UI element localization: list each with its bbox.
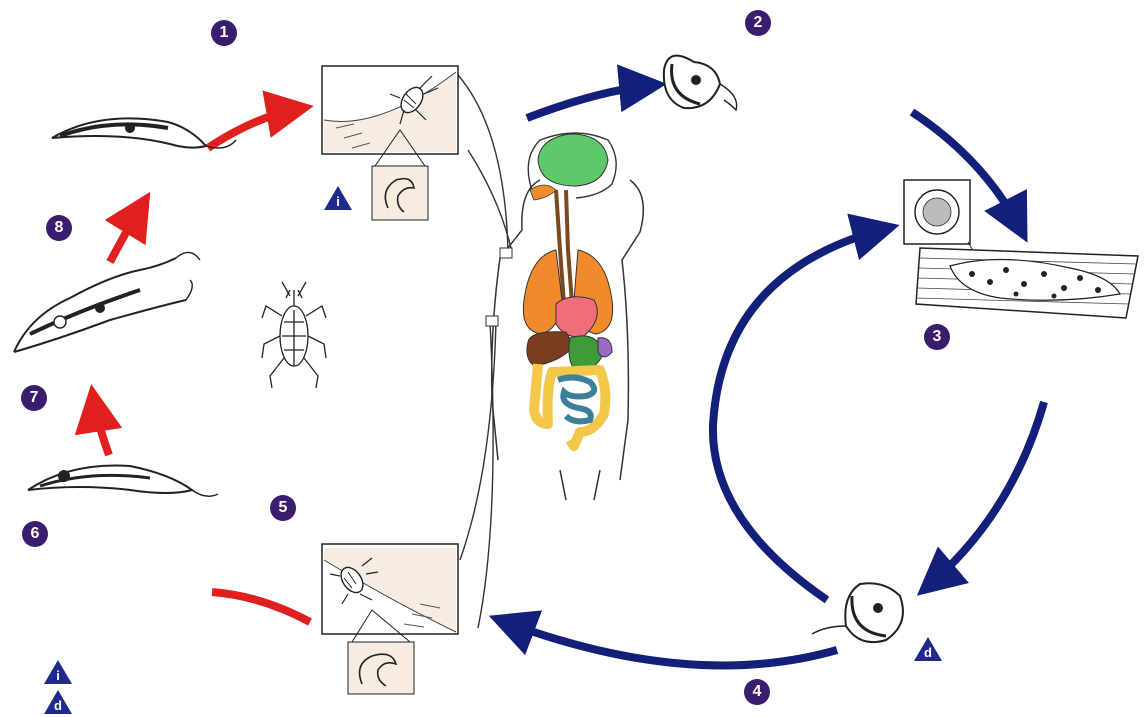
step-badge-4: 4	[744, 679, 770, 705]
liver	[527, 332, 574, 366]
step-badge-7: 7	[21, 385, 47, 411]
arrow-bloodstream-to-bite	[500, 620, 837, 665]
arrow-bite-to-epimastigote	[212, 592, 310, 622]
step-badge-5: 5	[270, 495, 296, 521]
arrow-multiply-to-metacyclic	[110, 202, 144, 262]
legend-diagnostic-marker: d	[43, 689, 73, 715]
dividing-epimastigotes	[14, 252, 200, 352]
arrow-metacyclic-to-bite	[208, 108, 302, 148]
step-badge-2: 2	[745, 10, 771, 36]
infected-cell-inset	[904, 180, 970, 244]
epimastigote-bottom-left	[28, 466, 218, 497]
body-marker-lower	[486, 316, 498, 326]
trypomastigote-bottom-right	[812, 583, 903, 642]
connector-lines	[458, 75, 512, 628]
step-badge-6: 6	[22, 521, 48, 547]
triatomine-bug-vector	[262, 282, 326, 388]
step-badge-1: 1	[211, 20, 237, 46]
diagnostic-stage-marker-right: d	[913, 636, 943, 662]
legend-infective-marker: i	[43, 659, 73, 685]
bite-panel-bottom	[322, 544, 458, 694]
arrow-bloodstream-to-tissue-loop	[713, 228, 888, 600]
small-intestine	[558, 377, 594, 421]
arrow-epimastigote-to-multiply	[93, 396, 109, 455]
human-body	[486, 133, 643, 500]
arrow-bite-to-trypomastigote	[527, 85, 655, 118]
body-marker-upper	[500, 248, 512, 258]
muscle-tissue-amastigotes	[916, 248, 1138, 318]
brain	[538, 134, 608, 186]
step-badge-8: 8	[46, 215, 72, 241]
spleen	[598, 338, 612, 357]
step-badge-3: 3	[924, 324, 950, 350]
trypomastigote-top-right	[664, 56, 737, 110]
arrow-tissue-to-bloodstream	[926, 402, 1044, 588]
infective-stage-marker-top: i	[323, 185, 353, 211]
